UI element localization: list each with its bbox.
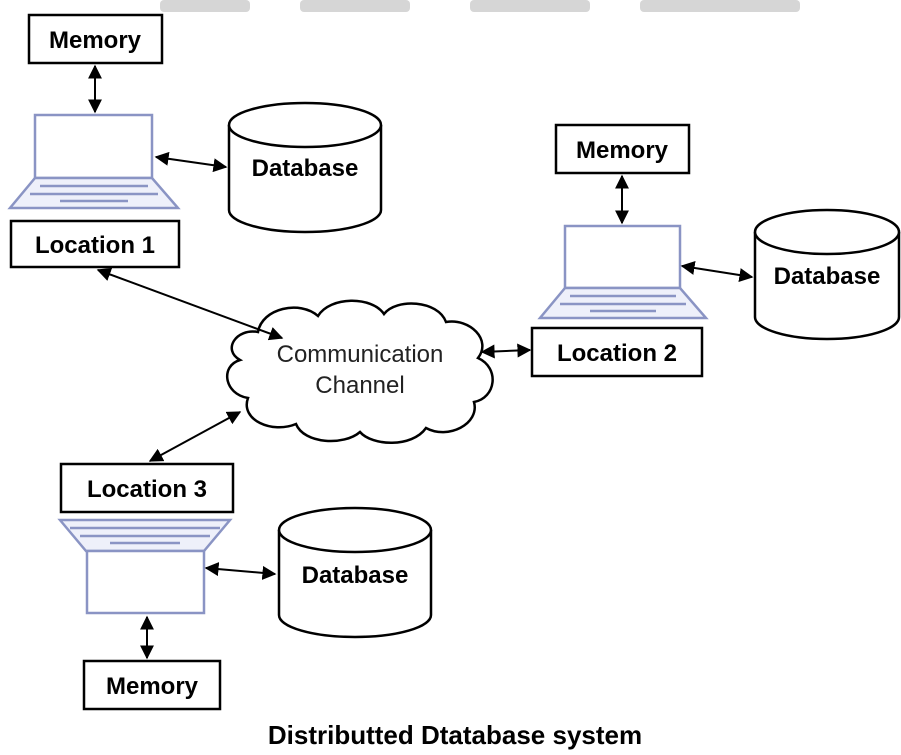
arrow-location1-cloud: [96, 267, 284, 341]
cloud-label-line2: Channel: [315, 372, 404, 399]
laptop-icon-1: [7, 113, 181, 210]
database-label-1: Database: [252, 155, 359, 182]
memory-label-2: Memory: [576, 137, 669, 164]
memory-box-3: Memory: [82, 659, 222, 711]
laptop-icon-3: [57, 518, 233, 615]
memory-box-1: Memory: [27, 13, 164, 65]
laptop-icon-2: [537, 224, 709, 320]
database-cylinder-3: Database: [277, 506, 433, 639]
top-banner-remnant: [160, 0, 800, 12]
memory-label-3: Memory: [106, 673, 199, 700]
database-cylinder-2: Database: [753, 208, 901, 341]
location-label-1: Location 1: [35, 232, 155, 259]
arrow-laptop3-db3: [204, 562, 277, 580]
location-box-3: Location 3: [59, 462, 235, 514]
location-label-3: Location 3: [87, 476, 207, 503]
location-box-1: Location 1: [9, 219, 181, 269]
cloud-label-line1: Communication: [277, 341, 444, 368]
arrow-laptop2-db2: [680, 261, 754, 282]
location-label-2: Location 2: [557, 340, 677, 367]
diagram-caption: Distributted Dtatabase system: [268, 720, 642, 750]
arrow-location3-cloud: [148, 411, 242, 462]
communication-cloud: Communication Channel: [225, 299, 494, 444]
database-cylinder-1: Database: [227, 101, 383, 234]
memory-label-1: Memory: [49, 27, 142, 54]
arrow-laptop1-db1: [154, 151, 228, 173]
database-label-3: Database: [302, 562, 409, 589]
database-label-2: Database: [774, 263, 881, 290]
memory-box-2: Memory: [554, 123, 691, 175]
arrow-cloud-location2: [480, 343, 532, 359]
location-box-2: Location 2: [530, 326, 704, 378]
